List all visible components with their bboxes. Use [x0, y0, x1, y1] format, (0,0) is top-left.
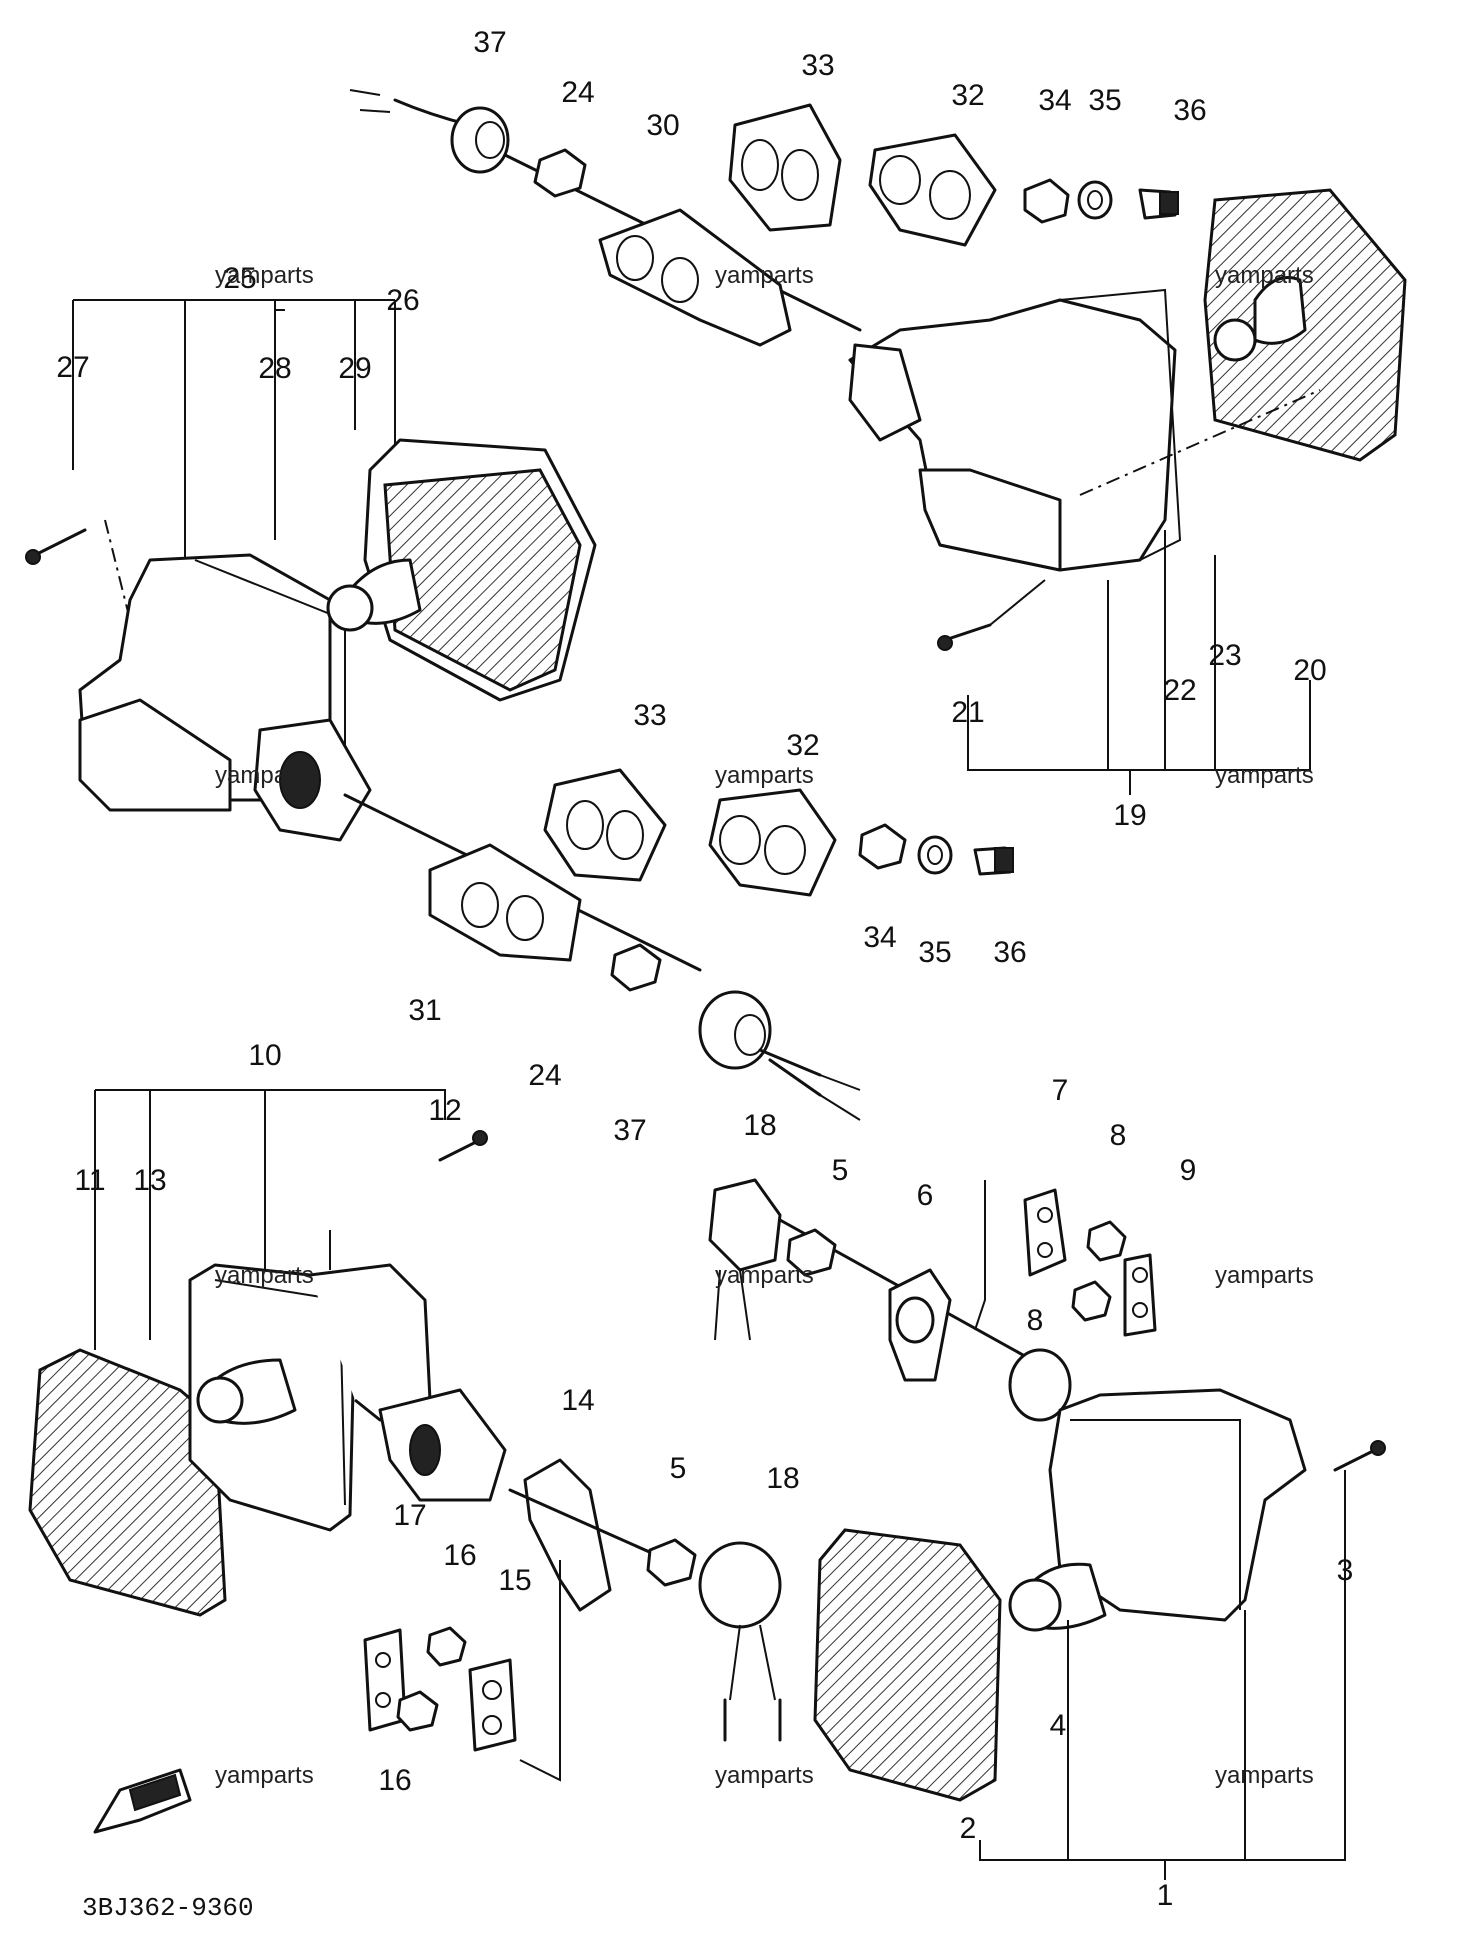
callout-8a: 8 [1110, 1119, 1127, 1152]
callout-14: 14 [561, 1384, 594, 1417]
callout-20: 20 [1293, 654, 1326, 687]
callout-37: 37 [473, 26, 506, 59]
callout-13: 13 [133, 1164, 166, 1197]
callout-36b: 36 [993, 936, 1026, 969]
callout-29: 29 [338, 352, 371, 385]
callout-10: 10 [248, 1039, 281, 1072]
callout-32b: 32 [786, 729, 819, 762]
callout-18b: 18 [743, 1109, 776, 1142]
callout-18a: 18 [766, 1462, 799, 1495]
callout-22: 22 [1163, 674, 1196, 707]
callout-25: 25 [223, 262, 256, 295]
watermark: yamparts [1215, 1762, 1314, 1789]
callout-15: 15 [498, 1564, 531, 1597]
callout-31: 31 [408, 994, 441, 1027]
callout-16b: 16 [378, 1764, 411, 1797]
diagram-code: 3BJ362-9360 [82, 1893, 254, 1923]
callout-9: 9 [1180, 1154, 1197, 1187]
callout-26: 26 [386, 284, 419, 317]
callout-labels: 37 24 30 33 32 34 35 36 25 26 27 28 29 2… [56, 26, 1353, 1912]
callout-34b: 34 [863, 921, 896, 954]
front-left-turn-signal-assembly [28, 1089, 782, 1782]
callout-7: 7 [1052, 1074, 1069, 1107]
watermark: yamparts [1215, 762, 1314, 789]
callout-33b: 33 [633, 699, 666, 732]
watermark: yamparts [215, 762, 314, 789]
rear-right-turn-signal-assembly [349, 89, 1407, 795]
fwd-arrow-icon [93, 1768, 192, 1834]
watermark: yamparts [715, 1262, 814, 1289]
callout-36: 36 [1173, 94, 1206, 127]
callout-16a: 16 [443, 1539, 476, 1572]
callout-30: 30 [646, 109, 679, 142]
callout-8b: 8 [1027, 1304, 1044, 1337]
watermark: yamparts [1215, 1262, 1314, 1289]
callout-35: 35 [1088, 84, 1121, 117]
callout-5b: 5 [832, 1154, 849, 1187]
watermark: yamparts [215, 1262, 314, 1289]
watermark: yamparts [1215, 262, 1314, 289]
watermarks: yamparts yamparts yamparts yamparts yamp… [215, 262, 1314, 1789]
callout-1: 1 [1157, 1879, 1174, 1912]
callout-23: 23 [1208, 639, 1241, 672]
front-right-turn-signal-assembly [708, 1178, 1386, 1880]
rear-left-turn-signal-assembly [25, 299, 1014, 1121]
callout-12: 12 [428, 1094, 461, 1127]
callout-19: 19 [1113, 799, 1146, 832]
callout-4: 4 [1050, 1709, 1067, 1742]
callout-27: 27 [56, 351, 89, 384]
callout-11: 11 [74, 1164, 105, 1197]
callout-17: 17 [393, 1499, 426, 1532]
watermark: yamparts [715, 762, 814, 789]
callout-21: 21 [951, 696, 984, 729]
callout-35b: 35 [918, 936, 951, 969]
callout-28: 28 [258, 352, 291, 385]
callout-3: 3 [1337, 1554, 1354, 1587]
callout-37b: 37 [613, 1114, 646, 1147]
callout-5a: 5 [670, 1452, 687, 1485]
watermark: yamparts [715, 262, 814, 289]
callout-34: 34 [1038, 84, 1071, 117]
callout-32: 32 [951, 79, 984, 112]
watermark: yamparts [715, 1762, 814, 1789]
callout-2: 2 [960, 1812, 977, 1845]
callout-33: 33 [801, 49, 834, 82]
callout-6: 6 [917, 1179, 934, 1212]
callout-24b: 24 [528, 1059, 561, 1092]
callout-24: 24 [561, 76, 594, 109]
watermark: yamparts [215, 1762, 314, 1789]
watermark: yamparts [215, 262, 314, 289]
